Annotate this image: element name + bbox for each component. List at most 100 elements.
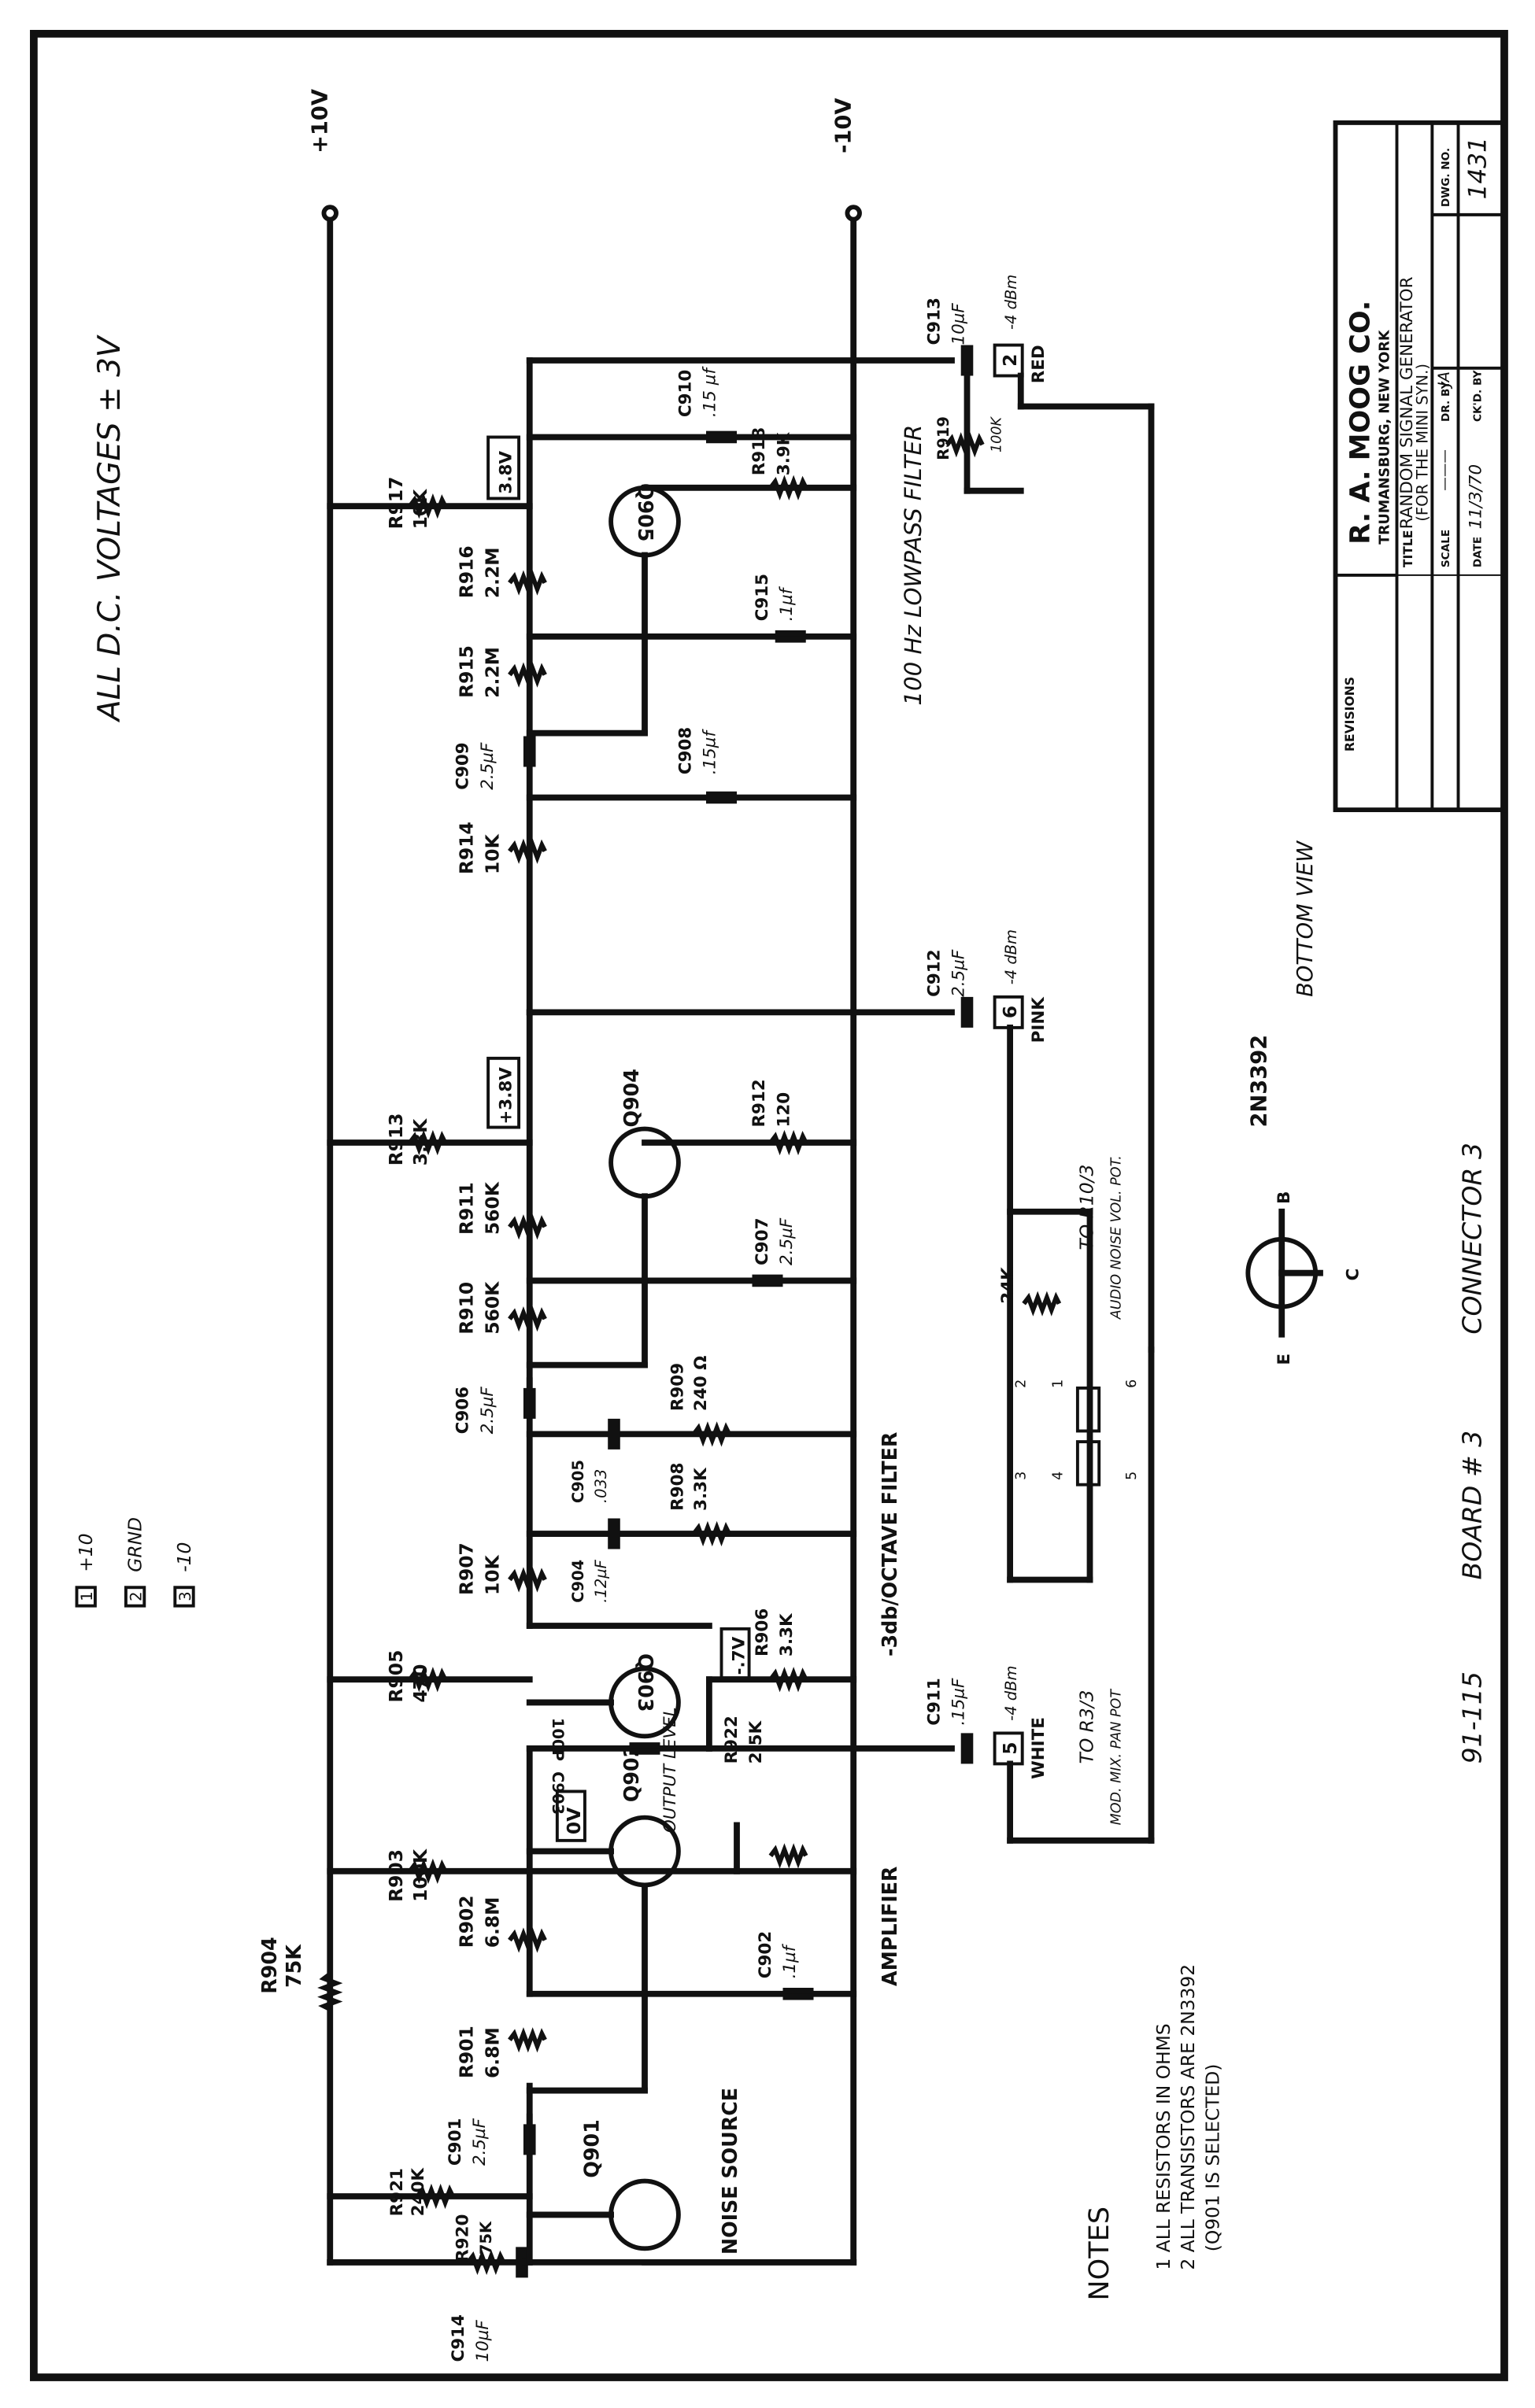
pin-legend: 1 2 3 +10 GRND -10 <box>75 1517 195 1608</box>
c905-value: .033 <box>592 1469 610 1503</box>
pinout-part: 2N3392 <box>1248 1035 1272 1128</box>
r904-symbol <box>324 1974 336 2009</box>
tb-dwg-value: 1431 <box>1464 137 1492 199</box>
r908-ref: R908 <box>668 1463 688 1511</box>
tb-ckd-label: CK'D. BY <box>1472 370 1485 422</box>
r920-ref: R920 <box>453 2214 473 2262</box>
c911-value: .15µF <box>949 1678 969 1726</box>
c902-ref: C902 <box>756 1931 775 1978</box>
switch-pin-1: 1 <box>1050 1379 1066 1388</box>
c901-symbol <box>527 2127 533 2151</box>
r904-ref: R904 <box>257 1937 281 1993</box>
q902-voltage: 0V <box>563 1808 585 1834</box>
c903-symbol <box>632 1745 657 1752</box>
neg-rail-label: -10V <box>831 98 856 153</box>
tb-dwg-label: DWG. NO. <box>1440 148 1452 207</box>
switch-pin-3: 3 <box>1014 1472 1030 1480</box>
c915-value: .1µf <box>777 585 797 621</box>
pinout-e: E <box>1274 1354 1294 1365</box>
r914-value: 10K <box>482 833 504 874</box>
c909-value: 2.5µF <box>478 742 497 790</box>
r902-value: 6.8M <box>482 1897 504 1948</box>
c901-value: 2.5µF <box>470 2118 490 2166</box>
c907-value: 2.5µF <box>777 1217 797 1265</box>
neg-terminal <box>845 205 862 222</box>
r905-value: 470 <box>409 1664 431 1703</box>
tb-title-2: (FOR THE MINI SYN.) <box>1413 364 1431 522</box>
r904-value: 75K <box>282 1944 305 1988</box>
c912-symbol <box>964 1000 971 1025</box>
c908-ref: C908 <box>675 727 695 774</box>
output-2-color: RED <box>1029 345 1049 383</box>
pin-2-label: GRND <box>124 1517 146 1572</box>
r24k-symbol <box>1024 1298 1060 1310</box>
title-block: REVISIONS R. A. MOOG CO. TRUMANSBURG, NE… <box>1333 120 1507 813</box>
pinout-view: BOTTOM VIEW <box>1293 840 1318 997</box>
notes-title: NOTES <box>1083 2207 1115 2301</box>
c906-value: 2.5µF <box>478 1387 497 1435</box>
tb-title-1: RANDOM SIGNAL GENERATOR <box>1397 276 1417 529</box>
r922-ref: R922 <box>722 1716 742 1764</box>
c915-ref: C915 <box>753 574 772 621</box>
r903-value: 100K <box>409 1848 431 1902</box>
c909-ref: C909 <box>453 742 473 789</box>
r906-symbol <box>771 1673 806 1686</box>
r919-value: 100K <box>989 416 1004 452</box>
to-r3-sub: MOD. MIX. PAN POT <box>1108 1689 1124 1826</box>
r908-symbol <box>694 1527 729 1540</box>
c907-symbol <box>755 1278 779 1284</box>
tb-revisions: REVISIONS <box>1343 677 1357 752</box>
c902-value: .1µf <box>780 1943 800 1978</box>
c908-symbol <box>709 795 734 801</box>
pin-1-num: 1 <box>78 1591 96 1601</box>
tb-scale-value: ——— <box>1437 449 1453 491</box>
output-5-num: 5 <box>999 1741 1021 1754</box>
r919-ref: R919 <box>934 416 952 460</box>
r910-ref: R910 <box>456 1282 478 1335</box>
note-3: (Q901 IS SELECTED) <box>1201 2064 1223 2252</box>
r914-ref: R914 <box>456 822 478 874</box>
r909-value: 240 Ω <box>691 1356 711 1411</box>
r916-ref: R916 <box>456 545 478 598</box>
c906-symbol <box>527 1391 533 1416</box>
c908-value: .15µf <box>701 729 720 775</box>
c912-ref: C912 <box>924 949 944 996</box>
switch-contact-top <box>1075 1386 1101 1433</box>
r912-symbol <box>771 1136 806 1149</box>
pinout-b: B <box>1274 1191 1294 1204</box>
c913-value: 10µF <box>949 303 969 345</box>
r921-value: 240K <box>409 2167 428 2217</box>
q905-ref: Q905 <box>634 483 657 541</box>
r907-value: 10K <box>482 1554 504 1595</box>
c914-value: 10µF <box>473 2320 493 2362</box>
r909-ref: R909 <box>668 1363 688 1411</box>
r906-value: 3.3K <box>777 1612 797 1656</box>
r913-value: 3.3K <box>409 1118 431 1165</box>
c901-ref: C901 <box>446 2118 465 2166</box>
r917-ref: R917 <box>385 477 407 530</box>
r921-ref: R921 <box>387 2168 407 2216</box>
c904-value: .12µF <box>592 1559 610 1602</box>
r902-ref: R902 <box>456 1896 478 1948</box>
c903-ref: C903 <box>549 1771 567 1815</box>
pinout-c: C <box>1344 1269 1363 1281</box>
tb-drby-value: JA <box>1435 371 1453 390</box>
r901-ref: R901 <box>456 2026 478 2078</box>
c906-ref: C906 <box>453 1387 473 1434</box>
noise-source-label: NOISE SOURCE <box>718 2088 742 2255</box>
pin-2-num: 2 <box>127 1591 145 1601</box>
q905-voltage: 3.8V <box>496 451 516 494</box>
r908-value: 3.3K <box>691 1467 711 1511</box>
footer-drawing: 91-115 <box>1457 1671 1488 1764</box>
q904-body <box>608 1126 681 1199</box>
tb-date-value: 11/3/70 <box>1467 464 1486 530</box>
r916-value: 2.2M <box>482 547 504 598</box>
tb-title-label: TITLE <box>1401 530 1415 568</box>
c913-symbol <box>964 348 971 372</box>
octave-filter-label: -3db/OCTAVE FILTER <box>878 1432 901 1656</box>
r913-ref: R913 <box>385 1113 407 1165</box>
switch-pin-4: 4 <box>1050 1472 1066 1480</box>
r901-value: 6.8M <box>482 2027 504 2078</box>
r918-symbol <box>771 482 806 494</box>
pin-3-label: -10 <box>173 1542 195 1572</box>
